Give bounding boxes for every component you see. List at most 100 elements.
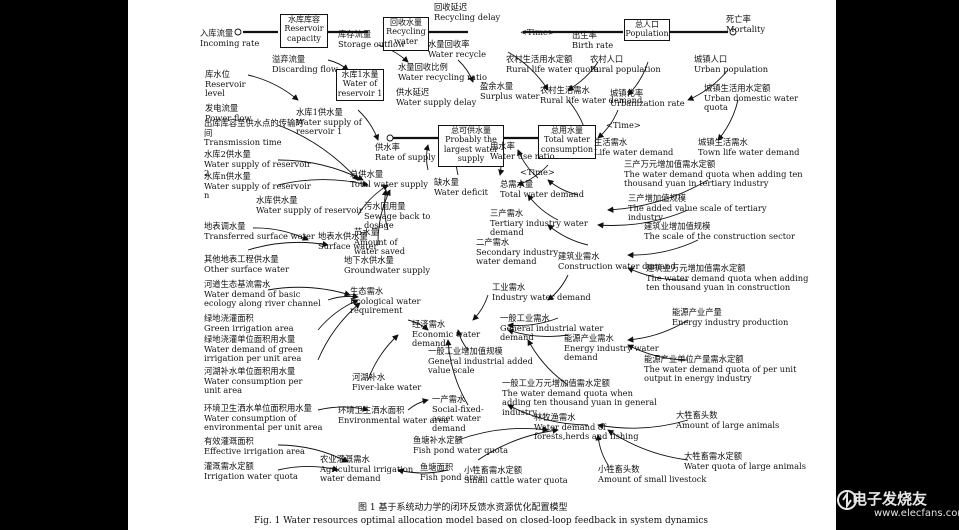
variable-zh: 农村生活需水 [540, 85, 590, 95]
variable-zh: 生活需水 [594, 137, 628, 147]
variable-zh: 水量回收率 [428, 39, 470, 49]
variable-en: Energy industry water demand [564, 342, 659, 363]
stock-box-zh: 总人口 [635, 20, 659, 29]
causal-link-arrow [507, 328, 569, 337]
variable-en: Water recycle [428, 48, 487, 59]
variable-zh: 地表水供水量 [318, 231, 368, 241]
variable-zh: 回收延迟 [434, 2, 468, 12]
variable-en: Water supply of reservoir 1 [296, 116, 362, 137]
variable-en: Urbanization rate [610, 97, 685, 108]
variable-zh: 建筑业增加值规模 [644, 221, 711, 231]
variable-en: Water quota of large animals [684, 460, 806, 471]
variable-en: Rural life water demand [540, 94, 643, 105]
stock-box-en: Recycling water [386, 27, 426, 46]
variable-zh: 能源产业需水 [564, 333, 614, 343]
variable-zh: 水量回收比例 [398, 62, 448, 72]
watermark-brand: 电子发烧友 [852, 490, 928, 508]
figure-caption-en: Fig. 1 Water resources optimal allocatio… [254, 516, 709, 526]
variable-zh: 水库n供水量 [204, 171, 251, 181]
variable-en: Surface water [318, 240, 378, 251]
variable-zh: 二产需水 [476, 237, 510, 247]
causal-link-arrow [456, 329, 469, 351]
variable-zh: 供水率 [375, 142, 400, 152]
variable-en: Birth rate [572, 39, 614, 50]
variable-en: <Time> [520, 27, 555, 37]
variable-zh: 经济需水 [412, 319, 446, 329]
variable-zh: 鱼塘面积 [420, 462, 454, 472]
causal-link-arrow [507, 317, 559, 329]
variable-en: The water demand quota when adding ten t… [646, 272, 809, 293]
variable-en: Amount of small livestock [598, 473, 707, 484]
source-cloud [234, 28, 242, 36]
causal-link-arrow [517, 164, 549, 187]
variable-en: Ecological water requirement [350, 295, 421, 316]
variable-zh: 地表调水量 [204, 221, 246, 231]
variable-zh: 建筑业需水 [558, 251, 600, 261]
sink-cloud [729, 28, 737, 36]
causal-link-arrow [547, 179, 579, 196]
causal-link-arrow [267, 286, 351, 297]
variable-zh: 大牲畜需水定额 [684, 451, 743, 461]
variable-zh: 灌溉需水定额 [204, 461, 254, 471]
variable-zh: 死亡率 [726, 14, 751, 24]
variable-en: Water demand of basic ecology along rive… [204, 288, 321, 309]
variable-en: Secondary industry water demand [476, 246, 559, 267]
variable-zh: 绿地浇灌面积 [204, 313, 254, 323]
variable-en: The water demand quota of per unit outpu… [644, 363, 797, 384]
elecfans-logo-icon [837, 490, 857, 510]
causal-link-arrow [317, 405, 369, 412]
variable-zh: 绿地浇灌单位面积用水量 [204, 334, 296, 344]
stock-box-en: Total water consumption [540, 135, 594, 154]
variable-en: Industry water demand [492, 291, 591, 302]
stock-box-zh: 水库1水量 [341, 70, 379, 79]
variable-zh: 城镇化率 [610, 88, 644, 98]
variable-zh: 总供水量 [350, 169, 384, 179]
variable-zh: 大牲畜头数 [676, 410, 718, 420]
variable-en: The water demand quota when adding ten t… [502, 387, 657, 417]
causal-link-arrow [607, 179, 709, 213]
causal-link-arrow [377, 189, 391, 246]
variable-en: Rural population [590, 63, 661, 74]
causal-link-arrow [627, 267, 689, 281]
variable-en: Water use ratio [490, 150, 555, 161]
causal-link-arrow [377, 44, 409, 63]
causal-link-arrow [277, 159, 364, 181]
variable-en: Fish pond area [420, 471, 484, 482]
variable-en: Water consumption per unit area [204, 375, 303, 396]
variable-zh: 水库2供水量 [204, 149, 251, 159]
variable-zh: 出库库容至供水点的传输时间 [204, 118, 304, 138]
variable-en: Construction water demand [558, 260, 676, 271]
causal-link-arrow [547, 274, 569, 301]
variable-en: Energy industry production [672, 316, 789, 327]
